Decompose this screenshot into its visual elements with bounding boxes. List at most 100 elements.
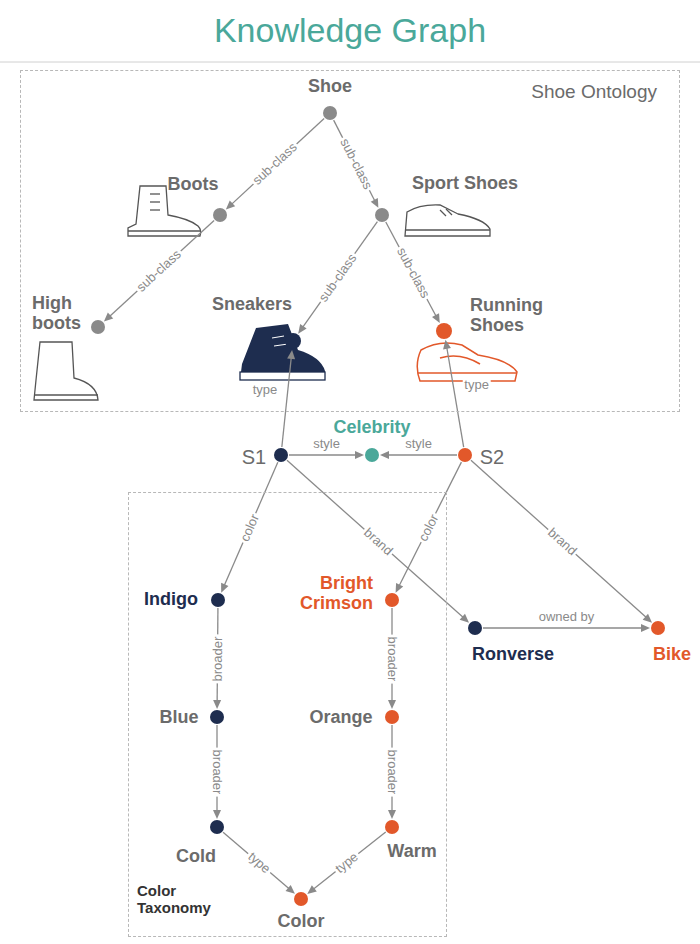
node-label: Color [278,912,325,932]
arrow-head [641,624,650,632]
sport-shoe-icon [405,205,490,236]
edge-arrow [307,832,385,894]
edge-line [110,220,214,316]
graph-node-dot: Orange [385,710,399,724]
edge-label: sub-class [393,243,433,302]
sneaker-icon [240,324,325,380]
node-label: Ronverse [472,645,554,665]
edge-label: broader [210,748,224,797]
edge-line [483,627,642,628]
graph-node-dot: Bright Crimson [385,593,399,607]
edge-label: broader [385,634,399,683]
title-rule [0,62,700,63]
edge-line [314,832,386,889]
node-label: Cold [176,847,216,867]
graph-node-dot: Cold [210,820,224,834]
edge-label: broader [210,634,225,683]
node-label: S1 [242,446,266,468]
node-label: High boots [32,294,102,334]
graph-node-dot: Bike [651,621,665,635]
edge-arrow [287,460,469,622]
edge-label: brand [543,524,580,560]
edge-label: style [403,437,434,451]
edge-line [289,454,356,455]
arrow-head [285,885,294,894]
node-label: Bike [653,645,691,665]
high-boot-icon [34,342,98,400]
edge-arrow [221,462,278,592]
graph-node-dot: Color [294,892,308,906]
edge-arrow [483,624,650,632]
node-label: Shoe [308,77,352,97]
edge-label: type [331,849,362,878]
edge-label: sub-class [249,139,302,190]
graph-node-dot: Blue [210,710,224,724]
dashed-region: Color TaxonomyIndigoBright CrimsonBlueOr… [128,492,447,937]
node-label: Orange [309,708,372,728]
edge-arrow [334,120,379,208]
edge-label: owned by [537,610,597,624]
edge-arrow [386,222,440,323]
node-label: Celebrity [333,418,410,438]
edge-line [287,460,463,617]
dashed-region: Shoe Ontology ShoeBoots Sport ShoesHigh bo… [20,70,680,412]
edge-label: color [415,510,442,545]
arrow-head [298,324,306,334]
edge-arrow [396,462,462,593]
arrow-head [287,350,295,359]
arrow-head [213,700,221,709]
edge-arrow [289,451,364,459]
arrow-head [443,340,451,350]
graph-node-dot: Warm [385,820,399,834]
edge-label: type [243,848,274,877]
node-label: Blue [159,708,198,728]
edge-line [388,454,457,455]
edge-line [303,222,378,328]
arrow-head [355,451,364,459]
edge-line [471,460,646,617]
graph-node-dot: S1 [274,448,288,462]
arrow-head [432,313,440,323]
arrow-head [396,583,404,593]
region-heading: Shoe Ontology [531,81,657,103]
edge-label: style [311,437,342,451]
region-heading: Color Taxonomy [137,882,217,917]
arrow-head [371,198,379,208]
edge-label: sub-class [132,246,185,296]
node-label: Running Shoes [470,296,560,336]
arrow-head [460,614,469,623]
arrow-head [221,583,228,593]
arrow-head [388,810,396,819]
node-label: Sport Shoes [412,174,518,194]
graph-node-dot: Sneakers [285,333,301,349]
node-label: Sneakers [212,295,292,315]
edge-label: brand [359,524,396,559]
edge-arrow [282,350,295,447]
arrow-head [307,885,317,894]
edge-label: type [462,378,491,392]
edge-arrow [104,220,214,321]
graph-node-dot: Boots [213,208,227,222]
edge-label: broader [385,748,399,797]
node-label: S2 [480,446,504,468]
edge-label: color [237,510,263,545]
edge-line [282,358,291,447]
graph-node-dot: Sport Shoes [375,208,389,222]
arrow-head [380,451,389,459]
edge-arrow [298,222,377,334]
edge-label: sub-class [315,249,361,305]
graph-node-dot: Celebrity [365,448,379,462]
edge-label: type [251,383,280,397]
graph-node-dot: High boots [91,320,105,334]
graph-node-dot: S2 [458,448,472,462]
edge-line [223,832,289,888]
edge-arrow [223,832,295,894]
arrow-head [213,810,221,819]
edge-line [386,222,436,316]
graph-node-dot: Ronverse [468,621,482,635]
edge-arrow [226,118,324,209]
node-label: Warm [387,842,436,862]
edge-arrow [471,460,652,622]
arrow-head [226,201,235,210]
